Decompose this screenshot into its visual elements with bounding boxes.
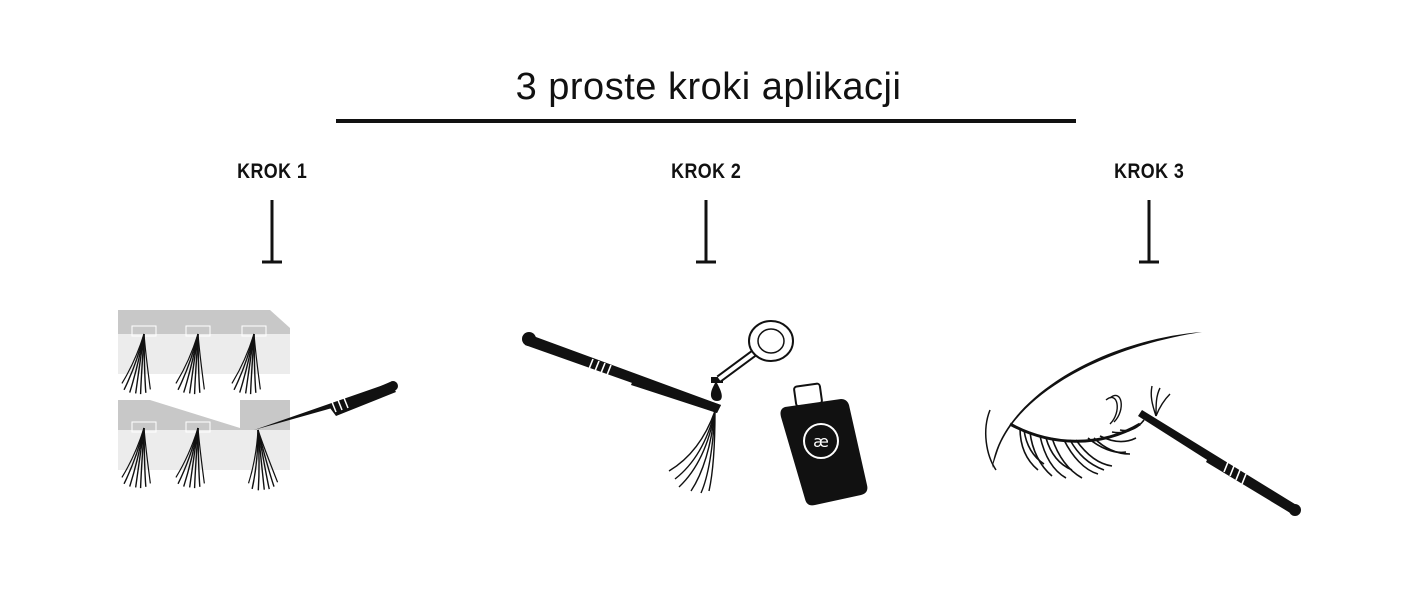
eye-with-lashes-icon xyxy=(985,332,1301,516)
step-3-label: KROK 3 xyxy=(1113,160,1184,183)
glue-bottle-icon: æ xyxy=(780,382,868,506)
step-2-marker xyxy=(696,200,716,264)
svg-text:æ: æ xyxy=(813,432,829,451)
step-2-heading: KROK 2 xyxy=(626,160,786,184)
page-title: 3 proste kroki aplikacji xyxy=(515,66,902,108)
tweezers-icon: æ xyxy=(522,320,868,506)
step-3-heading: KROK 3 xyxy=(1069,160,1229,184)
title-underline xyxy=(336,119,1076,123)
step-1-marker xyxy=(262,200,282,264)
lash-tray-icon xyxy=(118,310,398,492)
step-3-marker xyxy=(1139,200,1159,264)
step-1-heading: KROK 1 xyxy=(192,160,352,184)
step-1-label: KROK 1 xyxy=(236,160,307,183)
step-2-label: KROK 2 xyxy=(670,160,741,183)
